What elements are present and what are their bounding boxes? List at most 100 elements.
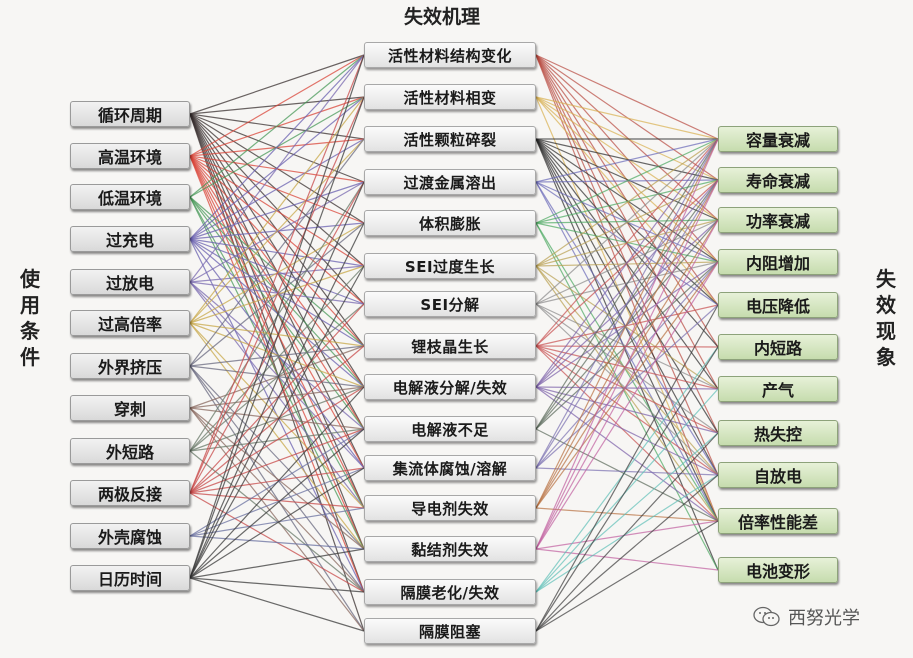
link-line <box>535 138 719 347</box>
conditions-node: 循环周期 <box>70 101 190 127</box>
link-line <box>189 96 365 579</box>
link-line <box>535 138 719 224</box>
link-line <box>535 219 719 550</box>
link-line <box>189 265 365 579</box>
mechanisms-node: SEI分解 <box>364 291 536 317</box>
mechanisms-node: 活性材料相变 <box>364 84 536 110</box>
mechanisms-node: 隔膜老化/失效 <box>364 579 536 605</box>
link-line <box>535 138 719 430</box>
link-line <box>535 138 719 550</box>
wechat-icon <box>753 606 780 627</box>
conditions-node: 外短路 <box>70 438 190 464</box>
link-line <box>189 345 365 494</box>
link-line <box>535 54 719 221</box>
phenomena-node: 内阻增加 <box>718 249 838 275</box>
link-line <box>189 96 365 324</box>
link-line <box>189 322 365 347</box>
conditions-node: 高温环境 <box>70 143 190 169</box>
phenomena-node: 电压降低 <box>718 292 838 318</box>
link-line <box>189 181 365 579</box>
link-line <box>535 346 719 632</box>
link-line <box>189 155 365 347</box>
link-line <box>189 281 365 509</box>
title-char: 使 <box>20 267 40 291</box>
link-line <box>535 138 719 267</box>
mechanisms-title: 失效机理 <box>404 6 481 28</box>
link-line <box>189 428 365 579</box>
link-line <box>189 467 365 494</box>
link-line <box>535 303 719 434</box>
mechanisms-node: 过渡金属溶出 <box>364 169 536 195</box>
mechanisms-node: 集流体腐蚀/溶解 <box>364 455 536 481</box>
title-char: 条 <box>20 319 40 343</box>
link-line <box>535 261 719 430</box>
mechanisms-node: 体积膨胀 <box>364 210 536 236</box>
title-char: 件 <box>20 345 40 369</box>
link-line <box>535 345 719 434</box>
link-line <box>189 138 365 324</box>
conditions-node: 外壳腐蚀 <box>70 523 190 549</box>
mechanisms-node: 黏结剂失效 <box>364 536 536 562</box>
link-line <box>189 322 365 550</box>
link-line <box>189 238 365 388</box>
link-line <box>535 54 719 522</box>
link-line <box>535 138 719 305</box>
link-line <box>189 386 365 579</box>
link-line <box>189 54 365 198</box>
link-line <box>189 577 365 593</box>
phenomena-node: 内短路 <box>718 334 838 360</box>
mechanisms-node: 导电剂失效 <box>364 495 536 521</box>
phenomena-node: 功率衰减 <box>718 207 838 233</box>
link-line <box>189 138 365 240</box>
link-line <box>535 138 719 183</box>
link-line <box>535 222 719 571</box>
link-line <box>189 365 365 550</box>
link-line <box>189 303 365 494</box>
link-line <box>535 96 719 522</box>
phenomena-node: 自放电 <box>718 462 838 488</box>
link-line <box>535 265 719 522</box>
link-line <box>535 304 719 347</box>
conditions-node: 两极反接 <box>70 480 190 506</box>
link-line <box>535 222 719 522</box>
link-line <box>535 474 719 632</box>
watermark-text: 西努光学 <box>788 608 860 629</box>
link-line <box>189 365 365 632</box>
conditions-node: 日历时间 <box>70 565 190 591</box>
link-line <box>535 304 719 632</box>
phenomena-node: 容量衰减 <box>718 126 838 152</box>
link-line <box>535 507 719 522</box>
conditions-node: 过放电 <box>70 269 190 295</box>
mechanisms-node: 锂枝晶生长 <box>364 333 536 359</box>
link-line <box>189 196 365 509</box>
link-line <box>189 181 365 283</box>
phenomena-node: 产气 <box>718 376 838 402</box>
link-line <box>535 138 719 509</box>
link-line <box>189 54 365 240</box>
link-line <box>535 520 719 632</box>
link-line <box>535 467 719 476</box>
link-line <box>535 304 719 469</box>
link-line <box>189 407 365 632</box>
link-line <box>535 181 719 476</box>
title-char: 效 <box>876 293 896 317</box>
link-line <box>189 535 365 550</box>
link-line <box>189 322 365 388</box>
mechanisms-node: 隔膜阻塞 <box>364 618 536 644</box>
link-line <box>535 138 719 388</box>
link-line <box>189 238 365 305</box>
link-line <box>535 265 719 390</box>
link-line <box>535 96 719 140</box>
title-char: 用 <box>20 293 40 317</box>
link-line <box>189 54 365 494</box>
link-line <box>535 138 719 469</box>
link-line <box>189 54 365 283</box>
link-line <box>189 492 365 509</box>
link-line <box>535 181 719 522</box>
link-line <box>189 428 365 494</box>
link-line <box>535 388 719 593</box>
link-line <box>535 432 719 632</box>
link-line <box>189 54 365 157</box>
title-char: 现 <box>876 319 896 343</box>
